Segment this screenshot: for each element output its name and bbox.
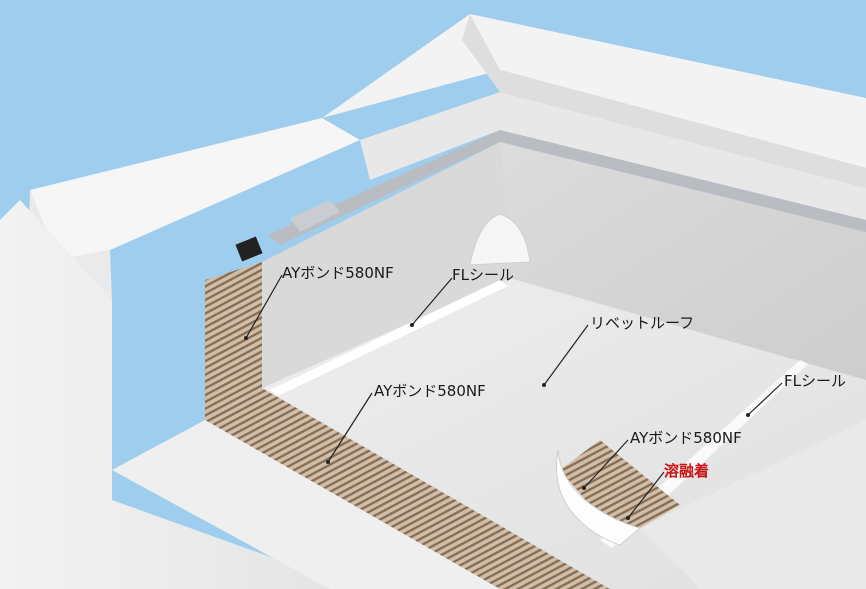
leader-bond-top: [245, 274, 283, 339]
dot-fusion: [626, 516, 630, 520]
membrane-overlap: [640, 420, 866, 589]
flashing-clip: [290, 200, 340, 232]
leader-fusion: [627, 471, 665, 519]
adhesive-floor: [205, 388, 610, 589]
parapet-inner-upper: [360, 92, 866, 220]
parapet-top-edge: [462, 14, 866, 188]
dot-fl-seal-right: [746, 413, 750, 417]
peeled-sheet: [556, 449, 642, 546]
corner-piece: [469, 213, 531, 266]
membrane-left-wall: [262, 142, 510, 388]
parapet-top-back: [322, 14, 866, 168]
dot-fl-seal-top: [410, 323, 414, 327]
membrane-back-wall: [500, 142, 866, 380]
label-fl-seal-top: FLシール: [452, 266, 514, 284]
leader-fl-seal-top: [411, 277, 453, 326]
adhesive-under-sheet: [560, 440, 680, 540]
parapet-top-left: [30, 118, 360, 260]
leader-lines: [245, 274, 783, 519]
leader-bond-middle: [327, 392, 373, 463]
label-bond-bottom: AYボンド580NF: [630, 429, 742, 447]
dot-bond-bottom: [582, 486, 586, 490]
leader-fl-seal-right: [747, 382, 783, 416]
fl-seal-strip-left: [270, 280, 508, 396]
adhesive-wall: [205, 262, 262, 420]
leader-bond-bottom: [583, 439, 629, 489]
dot-bond-middle: [326, 460, 330, 464]
flashing-end-cap: [235, 236, 263, 262]
outer-wall-left: [0, 200, 360, 589]
label-fl-seal-right: FLシール: [784, 372, 846, 390]
dot-rivet-roof: [542, 383, 546, 387]
label-fusion: 溶融着: [664, 462, 709, 480]
leader-dots: [244, 323, 750, 520]
label-rivet-roof: リベットルーフ: [590, 314, 694, 332]
label-bond-top: AYボンド580NF: [282, 264, 394, 282]
metal-flashing: [268, 130, 866, 245]
leader-rivet-roof: [543, 324, 589, 386]
label-bond-middle: AYボンド580NF: [374, 382, 486, 400]
dot-bond-top: [244, 336, 248, 340]
